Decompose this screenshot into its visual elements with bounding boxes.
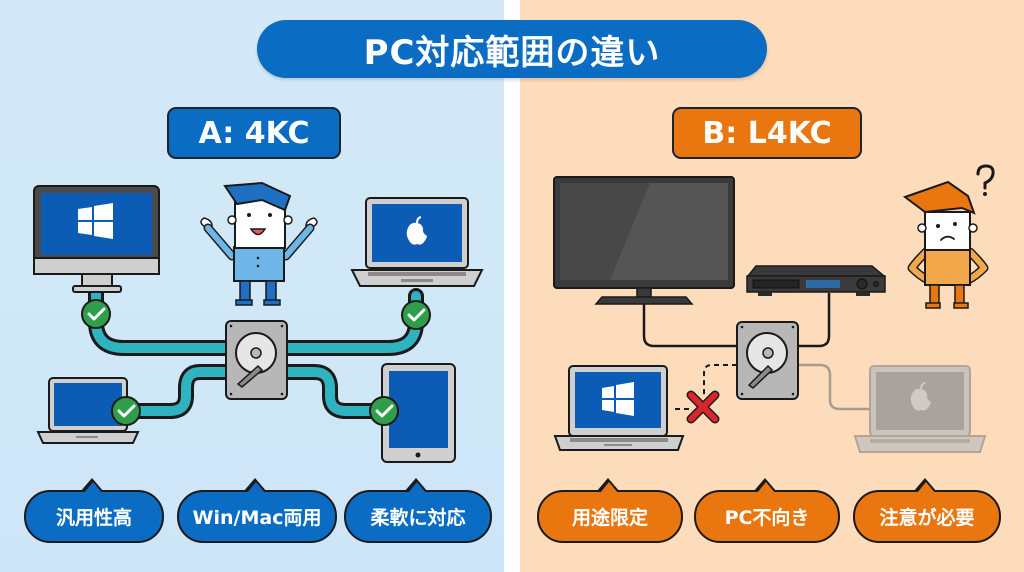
panel-b-label: B: L4KC <box>672 107 862 159</box>
bubble-flexible: 柔軟に対応 <box>344 478 492 543</box>
bubble-caution: 注意が必要 <box>853 478 1001 543</box>
panel-a-label: A: 4KC <box>167 107 341 159</box>
bubble-not-for-pc: PC不向き <box>694 478 840 543</box>
bubble-limited-use: 用途限定 <box>537 478 683 543</box>
bubble-win-mac: Win/Mac両用 <box>177 478 337 543</box>
bubble-versatility: 汎用性高 <box>24 478 164 543</box>
panel-divider <box>504 0 520 572</box>
page-title: PC対応範囲の違い <box>257 20 767 78</box>
